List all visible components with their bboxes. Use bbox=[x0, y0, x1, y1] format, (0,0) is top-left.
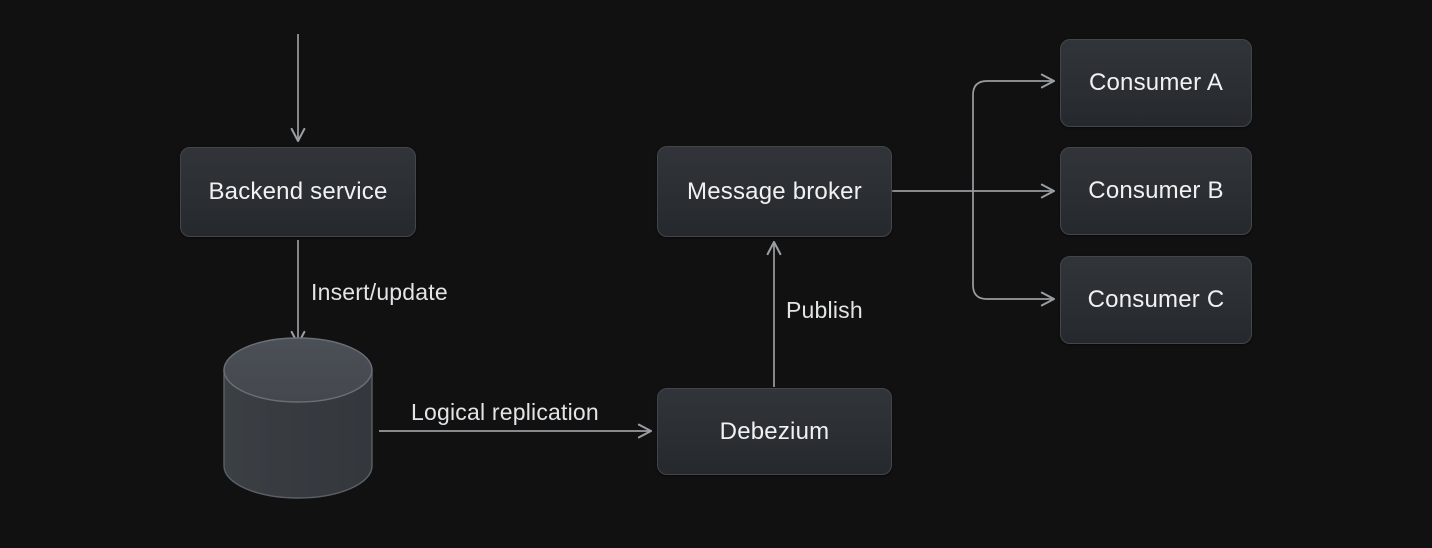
node-consumer-c-label: Consumer C bbox=[1087, 286, 1225, 313]
edge-fanout-consumer-a bbox=[972, 73, 1056, 191]
node-consumer-a-label: Consumer A bbox=[1088, 69, 1224, 96]
database-cylinder bbox=[223, 337, 373, 499]
node-consumer-a[interactable]: Consumer A bbox=[1060, 39, 1252, 127]
node-debezium[interactable]: Debezium bbox=[657, 388, 892, 475]
node-consumer-b[interactable]: Consumer B bbox=[1060, 147, 1252, 235]
edge-label-publish: Publish bbox=[786, 297, 863, 323]
node-backend-service-label: Backend service bbox=[208, 178, 388, 205]
edge-label-insert-update: Insert/update bbox=[311, 279, 448, 305]
node-consumer-c[interactable]: Consumer C bbox=[1060, 256, 1252, 344]
edge-label-logical-replication: Logical replication bbox=[411, 399, 599, 425]
node-message-broker-label: Message broker bbox=[687, 177, 862, 205]
node-backend-service[interactable]: Backend service bbox=[180, 147, 416, 237]
node-consumer-b-label: Consumer B bbox=[1088, 177, 1224, 204]
node-message-broker[interactable]: Message broker bbox=[657, 146, 892, 237]
edge-fanout-consumer-c bbox=[972, 191, 1056, 307]
node-debezium-label: Debezium bbox=[719, 417, 830, 445]
